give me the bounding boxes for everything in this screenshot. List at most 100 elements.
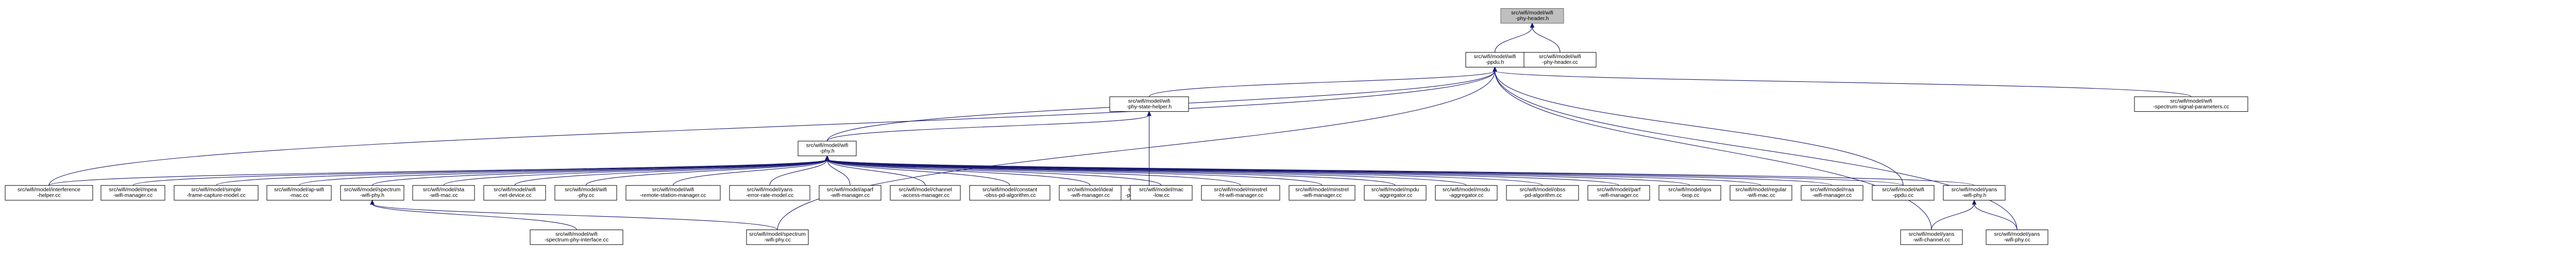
node-label-line: -phy.cc [577, 193, 594, 199]
graph-node-rraa[interactable]: src/wifi/model/rraa-wifi-manager.cc [1801, 185, 1863, 201]
edge-yans_phy_h-to-wifi_phy_h [826, 159, 1975, 186]
graph-node-obss-pd[interactable]: src/wifi/model/obss-pd-algorithm.cc [1506, 185, 1579, 201]
node-label-line: -obss-pd-algorithm.cc [984, 193, 1036, 199]
graph-node-qos-txop[interactable]: src/wifi/model/qos-txop.cc [1658, 185, 1721, 201]
graph-node-root[interactable]: src/wifi/model/wifi-phy-header.h [1500, 8, 1564, 24]
node-box [819, 185, 882, 201]
node-label-line: -wifi-manager.cc [1071, 193, 1110, 199]
graph-node-spectrum-params[interactable]: src/wifi/model/wifi-spectrum-signal-para… [2134, 96, 2248, 112]
node-box [1523, 52, 1597, 67]
node-box [2134, 96, 2248, 112]
node-label-line: -access-manager.cc [901, 193, 950, 199]
graph-node-minstrel[interactable]: src/wifi/model/minstrel-wifi-manager.cc [1289, 185, 1355, 201]
node-label-line: src/wifi/model/regular [1735, 187, 1787, 193]
graph-node-constant-obss[interactable]: src/wifi/model/constant-obss-pd-algorith… [969, 185, 1050, 201]
node-label-line: src/wifi/model/wifi [1474, 54, 1516, 60]
graph-node-wifi-phy-h[interactable]: src/wifi/model/wifi-phy.h [798, 141, 857, 156]
graph-node-parf[interactable]: src/wifi/model/parf-wifi-manager.cc [1587, 185, 1650, 201]
graph-node-yans-phy-cc[interactable]: src/wifi/model/yans-wifi-phy.cc [1986, 229, 2048, 245]
node-label-line: src/wifi/model/mac [1139, 187, 1183, 193]
edge-ap_wifi_mac-to-wifi_phy_h [298, 159, 828, 186]
graph-node-ap-wifi-mac[interactable]: src/wifi/model/ap-wifi-mac.cc [266, 185, 332, 201]
node-label-line: -frame-capture-model.cc [187, 193, 245, 199]
edge-yans_channel-to-yans_phy_h [1931, 203, 1975, 230]
node-box [729, 185, 810, 201]
node-label-line: -low.cc [1153, 193, 1170, 199]
graph-node-net-device[interactable]: src/wifi/model/wifi-net-device.cc [483, 185, 546, 201]
edge-remote_station-to-wifi_phy_h [672, 159, 828, 186]
edge-minstrel_ht-to-wifi_phy_h [826, 159, 1241, 186]
graph-node-aparf[interactable]: src/wifi/model/aparf-wifi-manager.cc [819, 185, 882, 201]
node-label-line: src/wifi/model/simple [191, 187, 241, 193]
node-label-line: src/wifi/model/yans [1994, 231, 2040, 237]
node-box [1801, 185, 1863, 201]
node-label-line: src/wifi/model/mpea [109, 187, 157, 193]
node-label-line: -wifi-phy.h [1962, 193, 1986, 199]
graph-node-mac-low[interactable]: src/wifi/model/mac-low.cc [1130, 185, 1193, 201]
node-label-line: src/wifi/model/wifi [2170, 98, 2212, 104]
graph-node-mpea[interactable]: src/wifi/model/mpea-wifi-manager.cc [100, 185, 165, 201]
arrowhead [825, 155, 829, 161]
node-label-line: -wifi-phy.cc [764, 237, 791, 243]
graph-node-state-helper-h[interactable]: src/wifi/model/wifi-phy-state-helper.h [1109, 96, 1189, 112]
edge-sta_mac-to-wifi_phy_h [443, 159, 828, 186]
graph-node-yans-channel[interactable]: src/wifi/model/yans-wifi-channel.cc [1900, 229, 1963, 245]
graph-node-wifi-phy-cc[interactable]: src/wifi/model/wifi-phy.cc [554, 185, 617, 201]
node-label-line: -wifi-manager.cc [1812, 193, 1852, 199]
node-box [746, 229, 809, 245]
edge-wifi_phy_h-to-state_helper_h [826, 115, 1150, 142]
node-box [798, 141, 857, 156]
graph-node-minstrel-ht[interactable]: src/wifi/model/minstrel-ht-wifi-manager.… [1201, 185, 1280, 201]
graph-node-ppdu-cc[interactable]: src/wifi/model/wifi-ppdu.cc [1872, 185, 1935, 201]
node-label-line: src/wifi/model/spectrum [749, 231, 806, 237]
edge-interference-to-wifi_phy_h [48, 159, 828, 186]
graph-node-spectrum-iface[interactable]: src/wifi/model/wifi-spectrum-phy-interfa… [530, 229, 623, 245]
node-label-line: src/wifi/model/yans [1952, 187, 1997, 193]
graph-node-simple-frame[interactable]: src/wifi/model/simple-frame-capture-mode… [174, 185, 259, 201]
graph-node-remote-station[interactable]: src/wifi/model/wifi-remote-station-manag… [625, 185, 721, 201]
edge-channel_access-to-wifi_phy_h [826, 159, 926, 186]
node-box [1658, 185, 1721, 201]
node-box [5, 185, 93, 201]
node-label-line: -wifi-phy.cc [2004, 237, 2030, 243]
edge-mac_low-to-wifi_phy_h [826, 159, 1162, 186]
node-label-line: src/wifi/model/yans [747, 187, 793, 193]
node-label-line: src/wifi/model/rraa [1810, 187, 1854, 193]
node-label-line: src/wifi/model/yans [1909, 231, 1955, 237]
node-box [100, 185, 165, 201]
node-label-line: src/wifi/model/constant [982, 187, 1037, 193]
node-label-line: -txop.cc [1681, 193, 1700, 199]
edge-yans_phy_cc-to-ppdu_h [1494, 71, 2018, 230]
edge-state_helper_h-to-ppdu_h [1148, 70, 1496, 97]
node-box [1943, 185, 2006, 201]
graph-node-spectrum-phy-cc[interactable]: src/wifi/model/spectrum-wifi-phy.cc [746, 229, 809, 245]
graph-node-interference[interactable]: src/wifi/model/interference-helper.cc [5, 185, 93, 201]
graph-node-spectrum-phy-h[interactable]: src/wifi/model/spectrum-wifi-phy.h [340, 185, 404, 201]
edge-ppdu_h-to-root [1494, 27, 1533, 53]
node-label-line: src/wifi/model/minstrel [1295, 187, 1348, 193]
node-label-line: -pd-algorithm.cc [1523, 193, 1562, 199]
graph-node-msdu-agg[interactable]: src/wifi/model/msdu-aggregator.cc [1435, 185, 1498, 201]
node-label-line: -aggregator.cc [1378, 193, 1412, 199]
graph-node-mpdu-agg[interactable]: src/wifi/model/mpdu-aggregator.cc [1364, 185, 1427, 201]
graph-node-yans-phy-h[interactable]: src/wifi/model/yans-wifi-phy.h [1943, 185, 2006, 201]
graph-node-ppdu-h[interactable]: src/wifi/model/wifi-ppdu.h [1465, 52, 1524, 67]
edge-minstrel-to-wifi_phy_h [826, 159, 1323, 186]
node-label-line: -phy.h [820, 148, 835, 154]
graph-node-phy-header-cc[interactable]: src/wifi/model/wifi-phy-header.cc [1523, 52, 1597, 67]
node-box [1500, 8, 1564, 24]
node-box [625, 185, 721, 201]
graph-node-sta-mac[interactable]: src/wifi/model/sta-wifi-mac.cc [412, 185, 475, 201]
node-label-line: -wifi-mac.cc [429, 193, 457, 199]
graph-node-channel-access[interactable]: src/wifi/model/channel-access-manager.cc [890, 185, 961, 201]
node-box [1109, 96, 1189, 112]
graph-node-ideal[interactable]: src/wifi/model/ideal-wifi-manager.cc [1059, 185, 1122, 201]
node-box [890, 185, 961, 201]
node-label-line: src/wifi/model/wifi [1882, 187, 1924, 193]
graph-node-regular[interactable]: src/wifi/model/regular-wifi-mac.cc [1730, 185, 1792, 201]
node-label-line: src/wifi/model/interference [18, 187, 80, 193]
edge-simple_frame-to-wifi_phy_h [215, 159, 828, 186]
arrowhead [1493, 66, 1497, 72]
graph-node-yans-error[interactable]: src/wifi/model/yans-error-rate-model.cc [729, 185, 810, 201]
edge-ideal-to-wifi_phy_h [826, 159, 1091, 186]
